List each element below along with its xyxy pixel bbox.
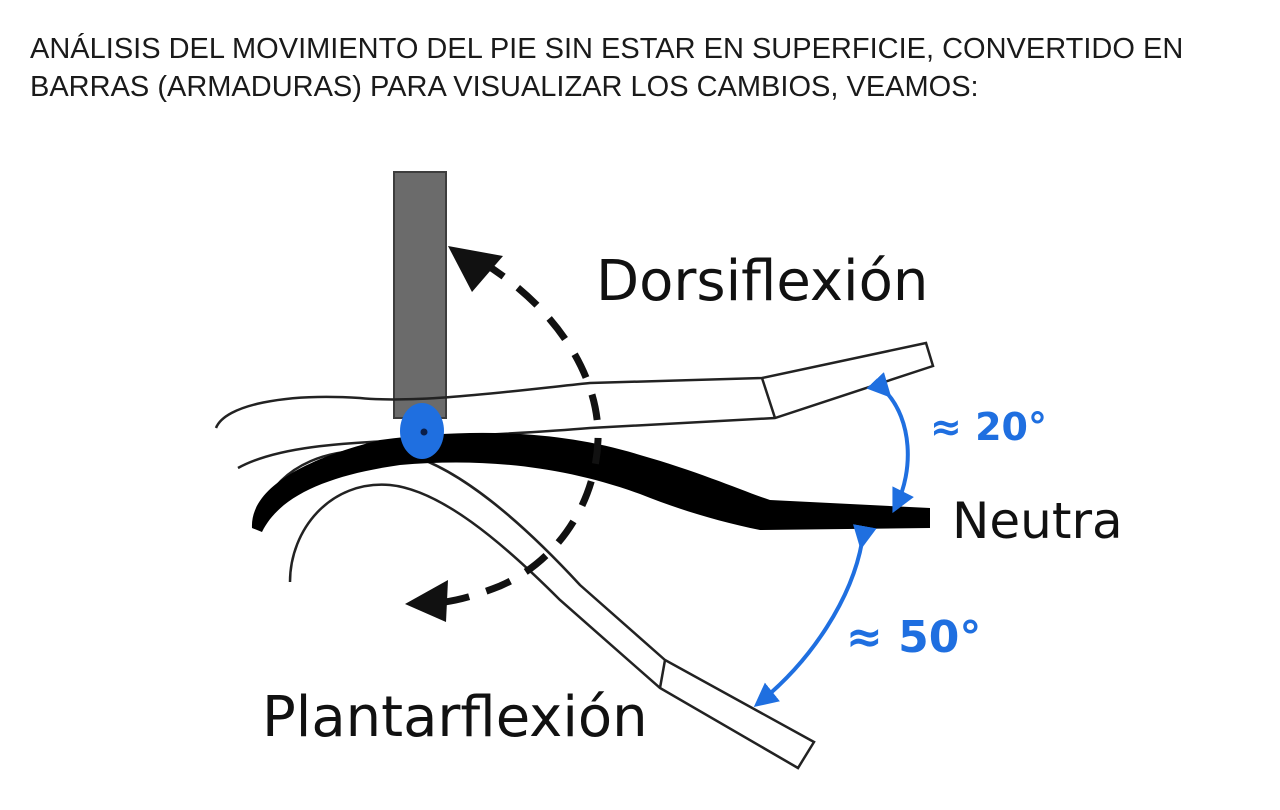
plantarflexion-toe-joint — [658, 659, 667, 689]
plantarflexion-angle-arc — [753, 524, 877, 708]
heading-line-2: BARRAS (ARMADURAS) PARA VISUALIZAR LOS C… — [30, 71, 979, 103]
leg-bar — [393, 171, 447, 419]
plantarflexion-angle-label: ≈ 50° — [846, 612, 981, 663]
neutral-label: Neutra — [952, 492, 1123, 550]
ankle-joint-center — [420, 428, 428, 436]
dorsiflexion-toe-joint — [760, 377, 777, 419]
motion-arc — [434, 259, 602, 607]
dorsiflexion-foot-outline — [214, 341, 935, 470]
heading: ANÁLISIS DEL MOVIMIENTO DEL PIE SIN ESTA… — [30, 30, 1260, 106]
plantarflexion-label: Plantarflexión — [262, 685, 648, 750]
plantarflexion-arrow-icon — [405, 580, 448, 622]
dorsiflexion-angle-label: ≈ 20° — [930, 405, 1047, 449]
dorsiflexion-angle-arc — [866, 372, 914, 514]
dorsiflexion-arrow-icon — [448, 246, 503, 292]
heading-line-1: ANÁLISIS DEL MOVIMIENTO DEL PIE SIN ESTA… — [30, 33, 1184, 65]
dorsiflexion-label: Dorsiflexión — [596, 249, 928, 314]
